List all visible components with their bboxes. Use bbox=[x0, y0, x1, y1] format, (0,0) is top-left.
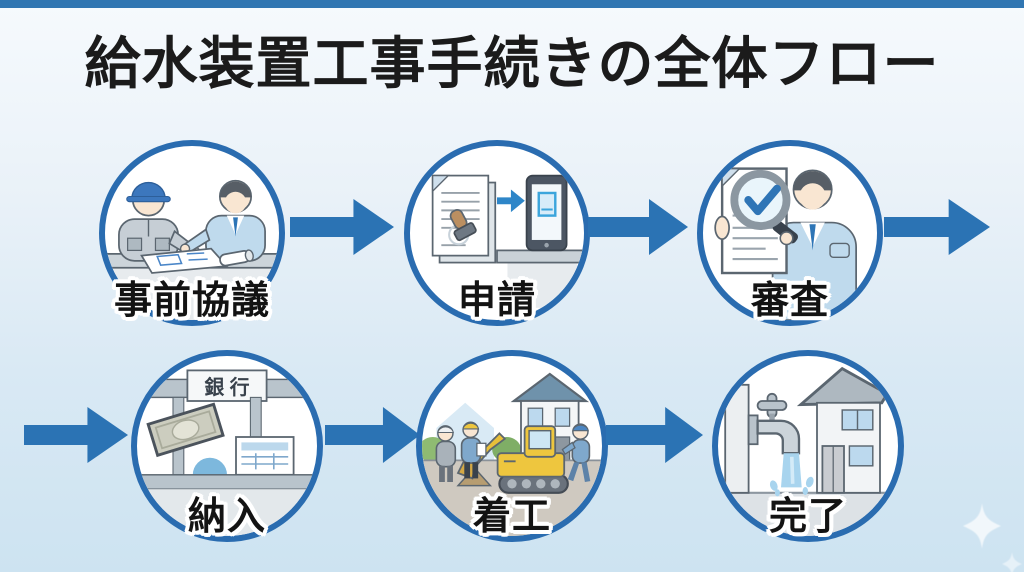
table-front bbox=[105, 267, 279, 320]
tablet bbox=[525, 174, 568, 252]
step-label: 審査 bbox=[750, 280, 829, 322]
desk-front bbox=[507, 262, 578, 308]
step-completion: 完了 bbox=[712, 350, 904, 542]
application-icon bbox=[431, 174, 584, 308]
banknote-icon bbox=[146, 402, 225, 458]
construction-start-icon bbox=[422, 372, 602, 536]
worker bbox=[435, 425, 457, 482]
desk bbox=[496, 249, 584, 264]
counter bbox=[137, 474, 317, 490]
house bbox=[796, 366, 890, 494]
step-prior-consultation: 事前協議 bbox=[99, 140, 285, 326]
excavator-icon bbox=[456, 425, 569, 494]
step-label: 納入 bbox=[187, 496, 266, 538]
step-label: 事前協議 bbox=[113, 280, 270, 322]
completion-icon bbox=[718, 366, 898, 536]
checkmark-icon bbox=[744, 184, 781, 216]
hand bbox=[779, 231, 794, 246]
arrow-right-icon bbox=[24, 407, 128, 463]
water-stream bbox=[769, 453, 814, 497]
hand-stamp-icon bbox=[449, 208, 477, 242]
payment-icon: 銀 行 bbox=[137, 369, 317, 536]
step-circle bbox=[404, 140, 590, 326]
hard-hat-icon bbox=[131, 181, 166, 199]
review-icon bbox=[714, 167, 857, 320]
step-application: 申請 bbox=[404, 140, 590, 326]
sparkle-icon bbox=[1002, 552, 1022, 572]
bank-sign-text: 銀 行 bbox=[204, 376, 249, 399]
clipboard-icon bbox=[476, 442, 487, 457]
arrow-right-icon bbox=[606, 407, 703, 463]
arrow-right-icon bbox=[884, 199, 990, 255]
flow-arrow bbox=[606, 405, 703, 470]
worker bbox=[460, 421, 487, 479]
step-circle bbox=[712, 350, 904, 542]
arrow-right-icon bbox=[588, 199, 688, 255]
necktie-icon bbox=[233, 217, 238, 237]
page-title: 給水装置工事手続きの全体フロー bbox=[84, 32, 940, 95]
stamped-document bbox=[431, 174, 497, 264]
necktie-icon bbox=[809, 224, 816, 251]
step-circle bbox=[697, 140, 883, 326]
step-circle bbox=[99, 140, 285, 326]
flow-arrow bbox=[290, 197, 394, 262]
ground bbox=[718, 492, 898, 536]
faucet-icon bbox=[747, 392, 801, 455]
sparkle-icon bbox=[963, 503, 1001, 554]
step-payment: 銀 行 bbox=[131, 350, 323, 542]
wall bbox=[724, 383, 750, 494]
reviewer-figure bbox=[771, 169, 857, 320]
rolled-paper bbox=[219, 249, 254, 267]
step-label: 申請 bbox=[457, 280, 536, 322]
top-accent-bar bbox=[0, 0, 1024, 8]
step-circle bbox=[416, 350, 608, 542]
arrow-right-icon bbox=[325, 407, 420, 463]
prior-consultation-icon bbox=[105, 179, 279, 320]
magnifier-icon bbox=[730, 169, 799, 246]
transfer-arrow-icon bbox=[497, 189, 525, 213]
payment-slip bbox=[235, 436, 295, 476]
flow-arrow bbox=[325, 405, 420, 470]
arrow-right-icon bbox=[290, 199, 394, 255]
step-circle: 銀 行 bbox=[131, 350, 323, 542]
flow-arrow bbox=[588, 197, 688, 262]
worker bbox=[561, 423, 591, 482]
step-review: 審査 bbox=[697, 140, 883, 326]
step-label: 完了 bbox=[768, 496, 847, 538]
flow-arrow bbox=[884, 197, 990, 262]
step-label: 着工 bbox=[472, 496, 551, 538]
official-figure bbox=[179, 179, 266, 262]
teller-window bbox=[192, 457, 227, 475]
flow-arrow bbox=[24, 405, 128, 470]
document-glyph-icon bbox=[537, 191, 557, 217]
step-construction-start: 着工 bbox=[416, 350, 608, 542]
bank-sign: 銀 行 bbox=[137, 369, 317, 402]
hand bbox=[714, 215, 730, 240]
